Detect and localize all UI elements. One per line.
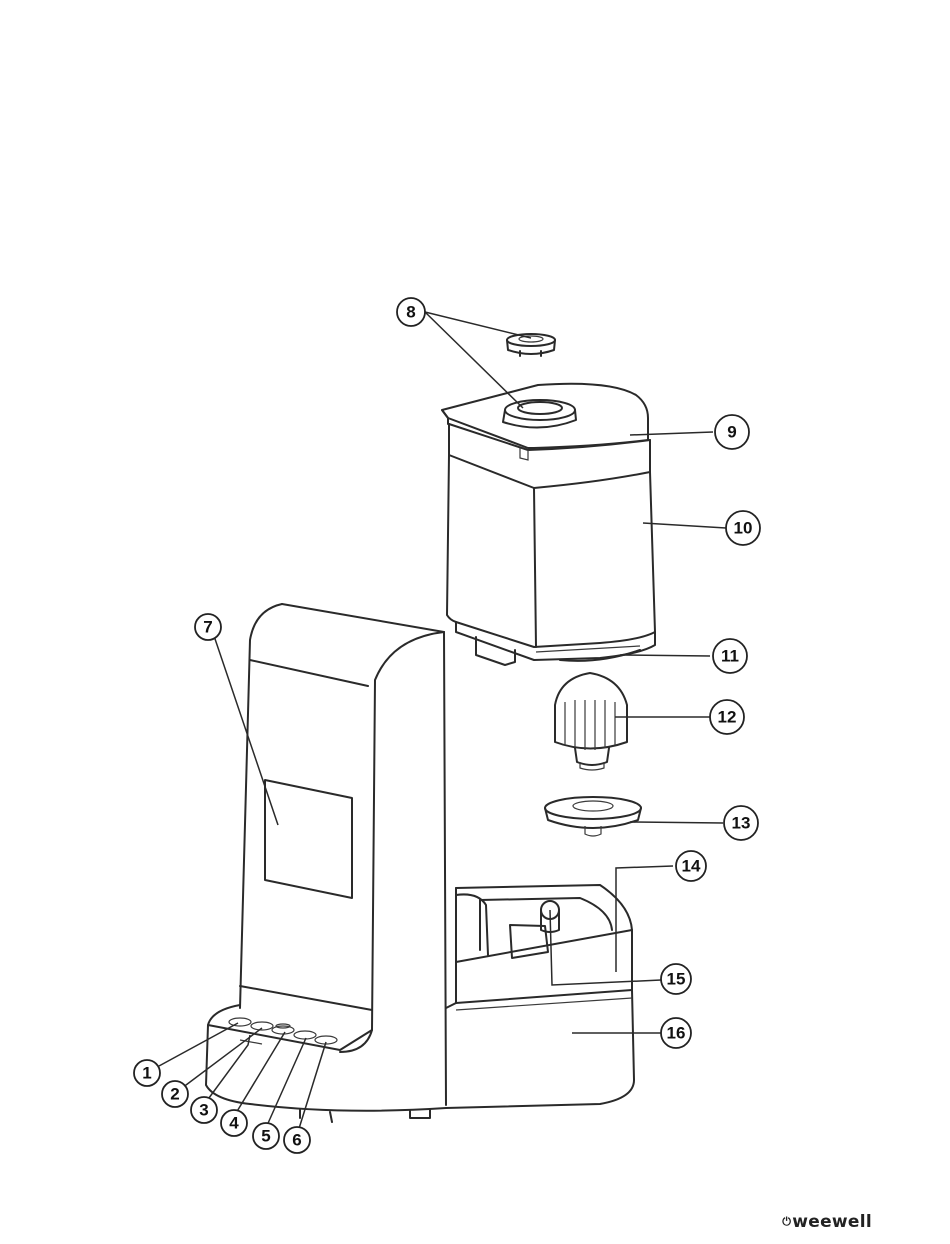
tank-lid [442,384,650,460]
water-tank [447,424,655,647]
callout-14: 14 [676,851,706,881]
power-droplet-icon: ⏻ [782,1215,791,1228]
filter-base [545,797,641,836]
callout-1: 1 [134,1060,160,1086]
svg-text:12: 12 [718,708,737,727]
filter-cartridge [555,673,627,770]
svg-text:13: 13 [732,814,751,833]
svg-text:11: 11 [721,647,739,666]
svg-text:15: 15 [667,970,686,989]
svg-text:3: 3 [199,1101,208,1120]
svg-text:14: 14 [682,857,701,876]
callout-2: 2 [162,1081,188,1107]
svg-text:8: 8 [406,303,415,322]
brand-name: weewell [792,1212,872,1232]
callout-4: 4 [221,1110,247,1136]
callout-15: 15 [661,964,691,994]
callout-9: 9 [715,415,749,449]
svg-text:7: 7 [203,618,212,637]
callout-6: 6 [284,1127,310,1153]
svg-text:1: 1 [142,1064,151,1083]
callout-11: 11 [713,639,747,673]
svg-text:4: 4 [229,1114,239,1133]
callout-8: 8 [397,298,425,326]
tank-base [456,622,655,665]
callout-7: 7 [195,614,221,640]
callout-leaders [159,312,726,1135]
svg-text:9: 9 [727,423,736,442]
callout-16: 16 [661,1018,691,1048]
svg-text:16: 16 [667,1024,686,1043]
callout-13: 13 [724,806,758,840]
callout-10: 10 [726,511,760,545]
svg-text:5: 5 [261,1127,270,1146]
callout-3: 3 [191,1097,217,1123]
callout-12: 12 [710,700,744,734]
svg-text:2: 2 [170,1085,179,1104]
svg-text:6: 6 [292,1131,301,1150]
callout-5: 5 [253,1123,279,1149]
brand-logo: ⏻weewell [782,1212,872,1232]
svg-text:10: 10 [734,519,753,538]
